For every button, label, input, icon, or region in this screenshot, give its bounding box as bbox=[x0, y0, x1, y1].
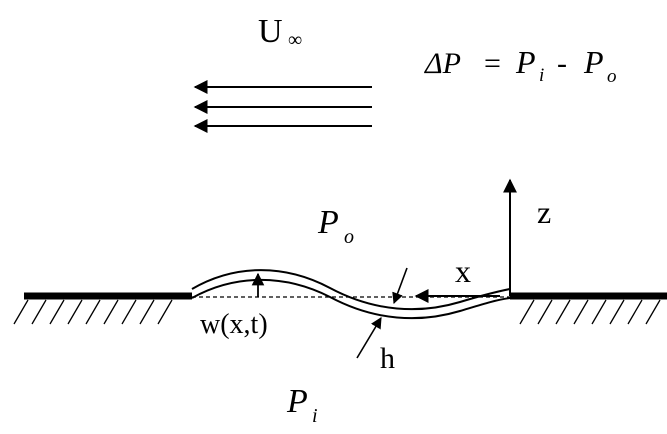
z-axis-label: z bbox=[537, 194, 551, 230]
freestream-velocity-label: U bbox=[258, 13, 283, 50]
membrane-lower-surface bbox=[191, 278, 511, 320]
freestream-infinity-subscript: ∞ bbox=[288, 29, 302, 51]
x-axis-label: x bbox=[455, 253, 471, 289]
deflection-label: w(x,t) bbox=[200, 309, 268, 340]
thickness-arrow-lower bbox=[356, 317, 382, 359]
equation-p-inner: P bbox=[515, 44, 536, 80]
equation-p-inner-subscript: i bbox=[539, 65, 544, 86]
upper-pressure-label: P bbox=[317, 204, 339, 241]
thickness-arrow-upper bbox=[392, 267, 408, 305]
equation-delta-p: ΔP bbox=[424, 47, 461, 80]
equation-minus: - bbox=[557, 47, 567, 80]
lower-pressure-subscript: i bbox=[312, 405, 318, 427]
thickness-label: h bbox=[380, 342, 395, 375]
freestream-arrows bbox=[193, 80, 372, 133]
equation-p-outer-subscript: o bbox=[607, 66, 617, 87]
upper-pressure-subscript: o bbox=[344, 226, 354, 248]
equation-p-outer: P bbox=[583, 44, 604, 80]
rigid-wall-right bbox=[510, 292, 667, 325]
equation-equals: = bbox=[484, 47, 501, 80]
rigid-wall-left bbox=[13, 292, 192, 325]
lower-pressure-label: P bbox=[286, 383, 308, 420]
